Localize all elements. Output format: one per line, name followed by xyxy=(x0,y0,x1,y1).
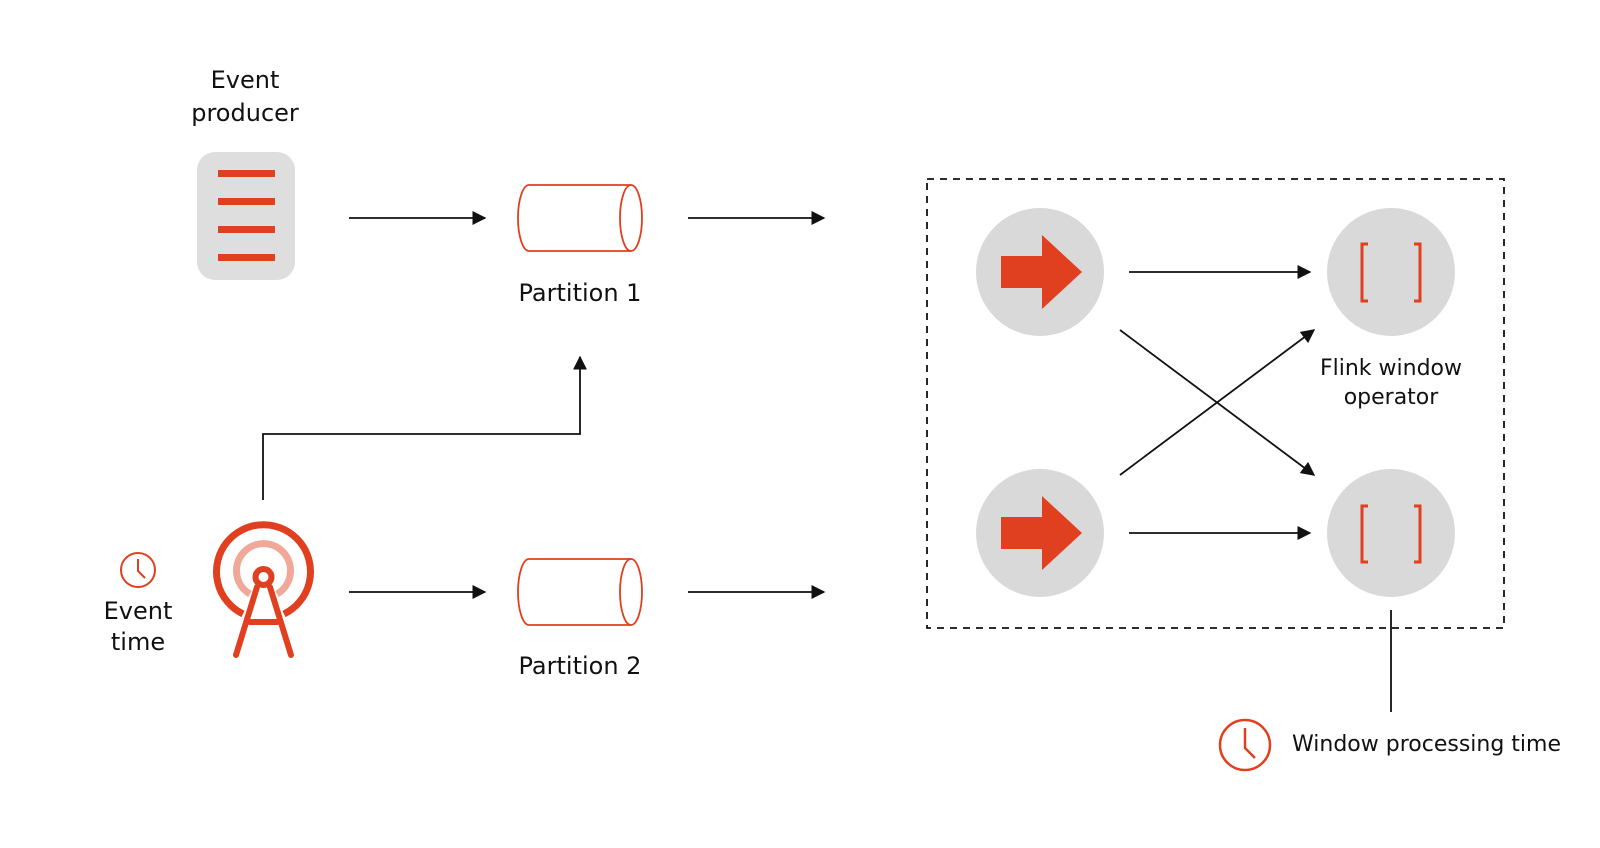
window-operator-1 xyxy=(1327,208,1455,336)
producer-icon xyxy=(197,152,295,280)
source-operator-2 xyxy=(976,469,1104,597)
event-time-clock-icon xyxy=(120,552,156,588)
arrow-source-to-partition-1 xyxy=(262,355,587,500)
partition-2-label: Partition 2 xyxy=(518,652,642,680)
bracket-window-icon xyxy=(1360,242,1422,303)
bracket-window-icon xyxy=(1360,504,1422,564)
window-operator-2 xyxy=(1327,469,1455,597)
radio-tower-icon xyxy=(213,521,314,658)
partition-2-cylinder-icon xyxy=(517,558,643,626)
partition-1-label: Partition 1 xyxy=(518,279,642,307)
event-time-label: Event time xyxy=(103,597,173,656)
flink-job-boundary xyxy=(926,178,1505,629)
processing-time-clock-icon xyxy=(1218,718,1272,772)
window-processing-time-label: Window processing time xyxy=(1292,732,1561,757)
right-arrow-icon xyxy=(1001,235,1082,309)
right-arrow-icon xyxy=(1001,496,1082,570)
arrow-op2-to-window1 xyxy=(1119,329,1316,476)
partition-1-cylinder-icon xyxy=(517,184,643,252)
flink-window-operator-label: Flink window operator xyxy=(1319,356,1463,410)
event-producer-label: Event producer xyxy=(191,66,299,127)
source-operator-1 xyxy=(976,208,1104,336)
